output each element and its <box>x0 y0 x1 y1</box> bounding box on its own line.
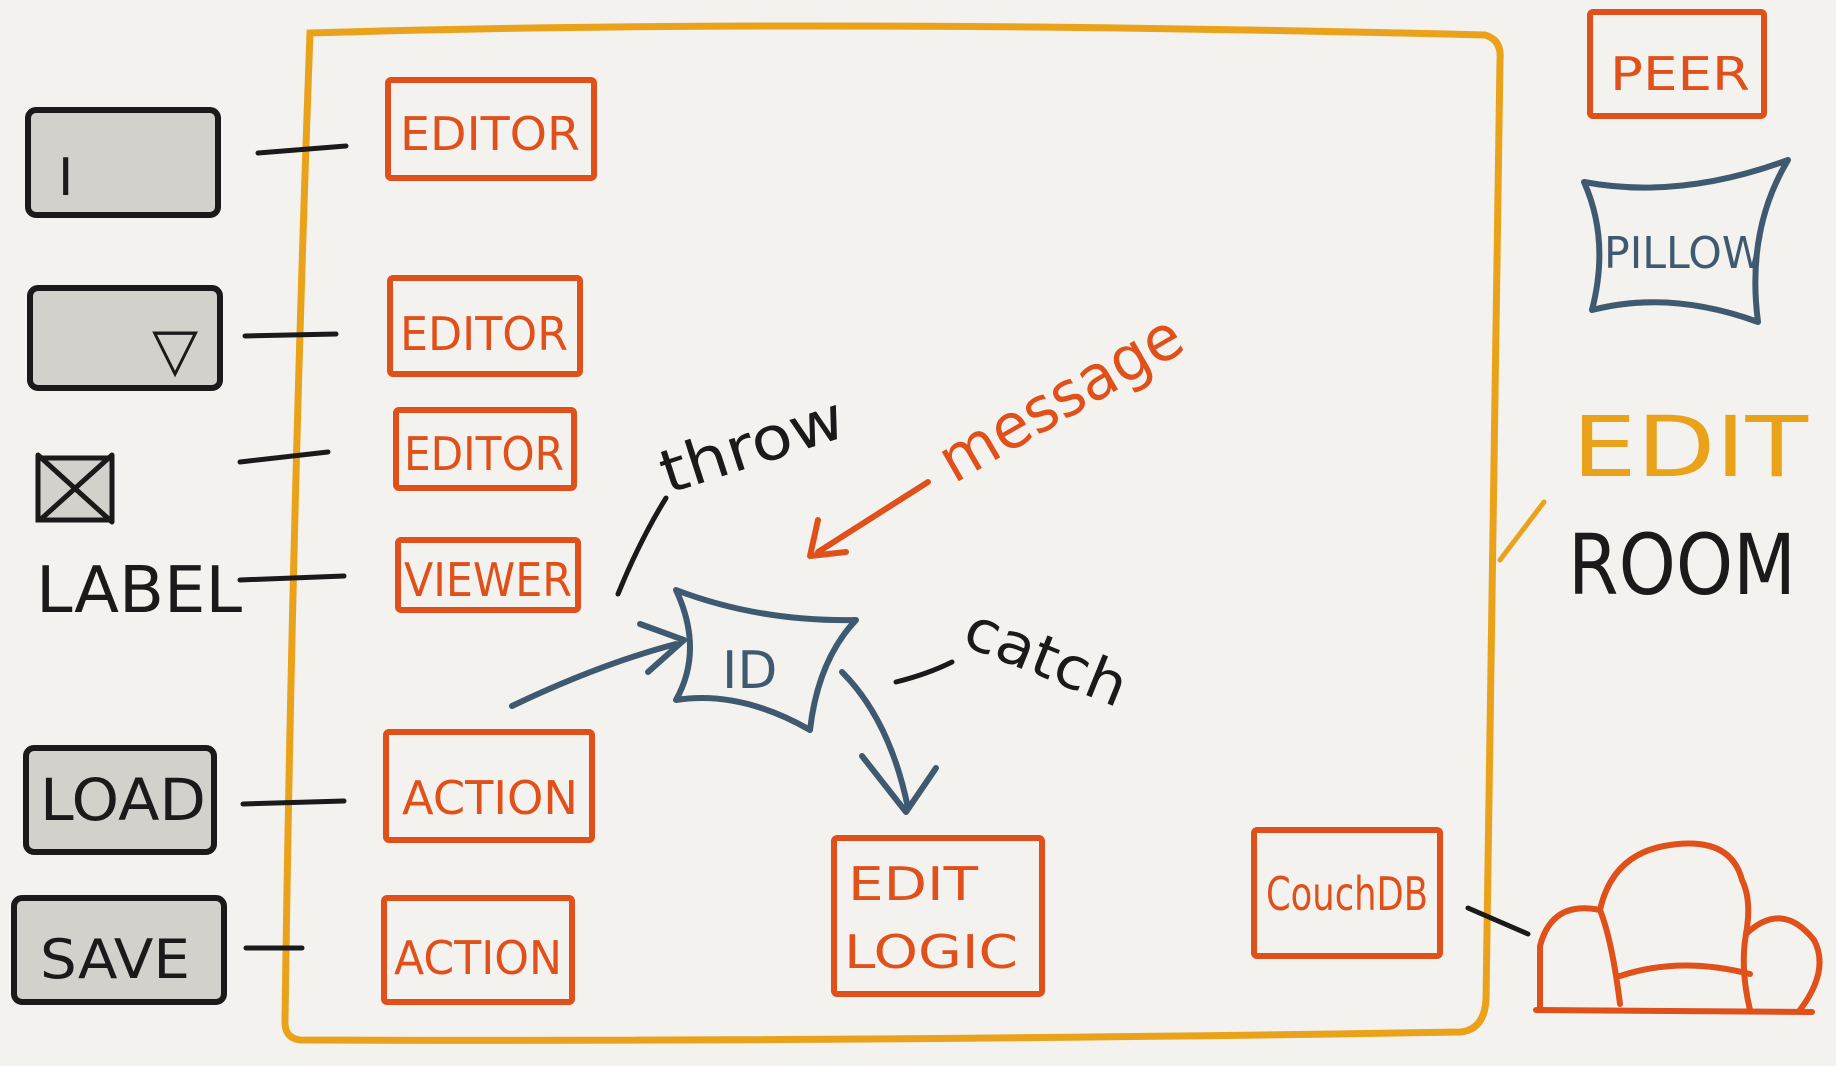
widget-connectors <box>237 143 349 951</box>
incoming-arrow <box>509 641 679 709</box>
edit-room-border <box>281 22 1504 1044</box>
couch-icon <box>1533 840 1823 1015</box>
save-button-widget[interactable]: SAVE <box>11 895 227 1005</box>
action-label-2: ACTION <box>394 931 562 985</box>
edit-logic-box[interactable]: EDIT LOGIC <box>831 835 1045 997</box>
editor-label-3: EDITOR <box>404 427 564 481</box>
edit-logic-label-line1: EDIT <box>848 857 979 911</box>
action-label-1: ACTION <box>402 771 578 825</box>
flow-arrows <box>509 479 1547 937</box>
pillow-label: PILLOW <box>1604 228 1764 279</box>
room-pointer <box>1497 499 1547 563</box>
text-field-cursor: I <box>58 148 73 208</box>
checkbox-x-icon <box>35 452 115 525</box>
legend-edit-label: EDIT <box>1572 398 1809 496</box>
load-button-widget[interactable]: LOAD <box>23 745 217 855</box>
load-button-label: LOAD <box>40 766 206 834</box>
viewer-box[interactable]: VIEWER <box>395 537 581 613</box>
viewer-label: VIEWER <box>404 553 572 607</box>
legend-peer: PEER <box>1587 9 1767 119</box>
edit-logic-label-line2: LOGIC <box>844 925 1018 979</box>
id-node[interactable]: ID <box>673 587 859 733</box>
save-button-label: SAVE <box>40 928 190 991</box>
editor-label-1: EDITOR <box>400 107 580 161</box>
message-label: message <box>925 299 1195 497</box>
outgoing-arrowhead <box>859 753 939 815</box>
editor-box-1[interactable]: EDITOR <box>385 77 597 181</box>
dropdown-widget[interactable]: ▽ <box>27 285 223 391</box>
message-arrow <box>815 479 931 555</box>
text-field-widget[interactable]: I <box>25 107 221 218</box>
label-widget: LABEL <box>36 554 242 628</box>
throw-label: throw <box>651 383 853 508</box>
editor-box-3[interactable]: EDITOR <box>393 407 577 491</box>
catch-connector <box>893 659 955 685</box>
couch-connector <box>1465 905 1531 937</box>
legend-room-label: ROOM <box>1568 516 1796 614</box>
editor-box-2[interactable]: EDITOR <box>387 275 583 377</box>
message-arrowhead <box>807 517 849 559</box>
legend-pillow: PILLOW <box>1581 157 1791 325</box>
editor-label-2: EDITOR <box>400 307 568 361</box>
dropdown-arrow-icon: ▽ <box>152 315 198 385</box>
checkbox-widget[interactable] <box>35 452 115 525</box>
peer-label: PEER <box>1610 47 1750 101</box>
action-box-2[interactable]: ACTION <box>381 895 575 1005</box>
catch-label: catch <box>955 594 1138 721</box>
outgoing-arrow <box>839 669 911 811</box>
couchdb-label: CouchDB <box>1266 867 1428 921</box>
id-label: ID <box>722 641 777 701</box>
incoming-arrowhead <box>637 621 687 675</box>
throw-connector <box>615 495 669 597</box>
action-box-1[interactable]: ACTION <box>383 729 595 843</box>
couchdb-box[interactable]: CouchDB <box>1251 827 1443 959</box>
